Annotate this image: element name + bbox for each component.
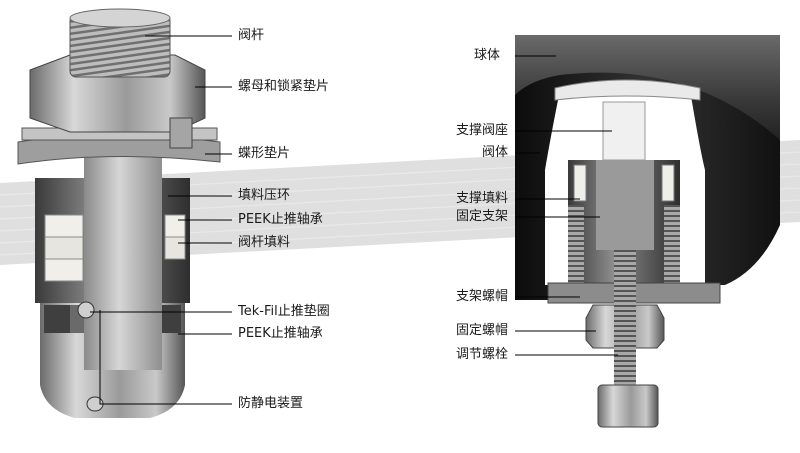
label-tekfil-thrust-washer: Tek-Fil止推垫圈 <box>238 304 330 319</box>
label-support-seat: 支撑阀座 <box>455 123 508 138</box>
packing-rings-right <box>164 214 186 260</box>
support-seat-part <box>554 79 701 101</box>
adjust-bolt-head <box>597 384 659 428</box>
label-peek-thrust-bearing-bottom: PEEK止推轴承 <box>238 326 323 341</box>
label-fixed-bracket: 固定支架 <box>455 209 508 224</box>
label-ball: 球体 <box>473 48 500 63</box>
label-adjusting-bolt: 调节螺栓 <box>455 347 508 362</box>
bracket-core <box>596 160 654 250</box>
stem-body <box>84 150 162 370</box>
label-fixed-nut: 固定螺帽 <box>455 323 508 338</box>
bracket-threads-right <box>664 205 680 285</box>
body-section <box>515 35 780 428</box>
label-packing-gland: 填料压环 <box>238 188 291 203</box>
label-stem: 阀杆 <box>238 28 265 43</box>
bracket-threads-left <box>568 205 584 285</box>
label-belleville-washer: 蝶形垫片 <box>238 146 291 161</box>
stem-top <box>69 8 171 28</box>
label-bracket-nut: 支架螺帽 <box>455 289 508 304</box>
label-peek-thrust-bearing-top: PEEK止推轴承 <box>238 212 323 227</box>
packing-rings-left <box>44 214 84 282</box>
leader-lines <box>90 35 618 405</box>
label-antistatic-device: 防静电装置 <box>238 396 304 411</box>
label-valve-body: 阀体 <box>481 145 508 160</box>
label-nut-lock-washer: 螺母和锁紧垫片 <box>238 79 330 94</box>
label-stem-packing: 阀杆填料 <box>238 235 291 250</box>
label-support-packing: 支撑填料 <box>455 191 508 206</box>
tekfil-ball <box>77 301 95 319</box>
stem-assembly <box>17 8 221 418</box>
ball <box>515 35 780 140</box>
support-packing-blocks <box>573 164 675 202</box>
adjust-bolt-shaft <box>614 250 636 390</box>
lock-tab <box>169 117 193 149</box>
